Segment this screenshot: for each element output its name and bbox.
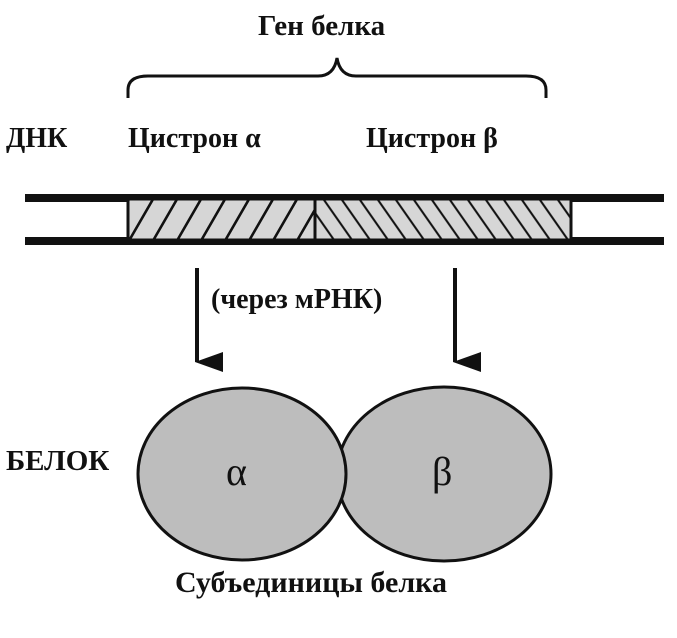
gene-brace	[126, 57, 548, 98]
subunit-alpha-label: α	[226, 449, 247, 494]
subunit-beta-label: β	[432, 449, 453, 494]
gene-label: Ген белка	[258, 10, 386, 42]
protein-label: БЕЛОК	[6, 445, 110, 477]
subunit-alpha-shape	[136, 386, 348, 562]
cistron-alpha-segment	[126, 197, 317, 242]
cistron-beta-segment	[313, 197, 573, 242]
dna-label: ДНК	[6, 123, 68, 154]
via-mrna-label: (через мРНК)	[211, 284, 383, 315]
cistron-alpha-label: Цистрон α	[128, 123, 261, 154]
cistron-beta-label: Цистрон β	[366, 123, 498, 154]
subunits-caption: Субъединицы белка	[175, 566, 448, 599]
